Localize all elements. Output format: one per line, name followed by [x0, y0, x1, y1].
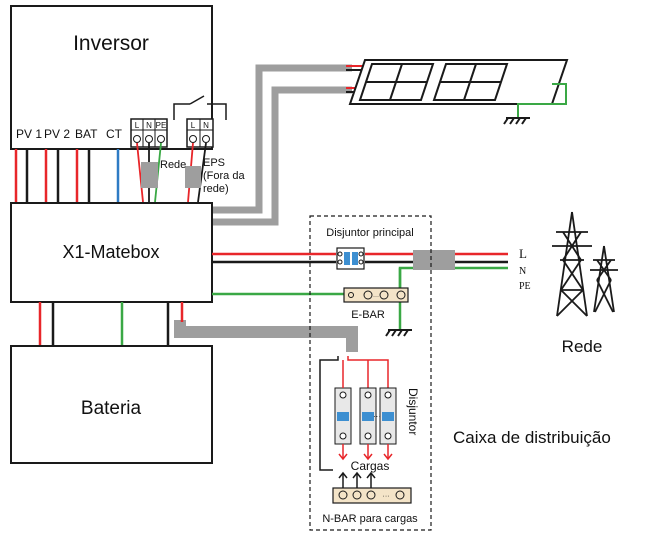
grid-pin-l: L [135, 121, 140, 130]
eps-terminal-block: L N [186, 118, 214, 148]
pylon-icon [552, 211, 618, 317]
inverter-box [10, 5, 213, 150]
battery-box [10, 345, 213, 464]
breaker-dots: ··· [373, 412, 381, 421]
port-bat: BAT [75, 127, 98, 141]
nbar-icon: ··· [332, 487, 412, 504]
ebar-label: E-BAR [351, 309, 385, 321]
cable-bundle-pv [211, 64, 352, 226]
load-breaker-3 [379, 387, 397, 445]
loads-cable [174, 320, 358, 352]
inverter-matebox-wires [14, 142, 207, 203]
pv-cable-2 [211, 86, 352, 226]
load-breakers [334, 387, 397, 445]
load-breaker-1 [334, 387, 352, 445]
grid-line-n: N [519, 266, 526, 277]
matebox-box [10, 202, 213, 303]
grid-cable-sleeve [141, 162, 158, 188]
breaker-label: Disjuntor [406, 388, 420, 435]
solar-panel-icon [348, 59, 569, 105]
load-output-arrows [338, 444, 393, 461]
grid-pin-pe: PE [156, 121, 167, 130]
loads-label: Cargas [351, 459, 390, 473]
grid-line-pe: PE [519, 281, 531, 292]
eps-pin-l: L [191, 121, 196, 130]
grid-cable-sleeve [413, 250, 455, 270]
load-return-arrows [338, 471, 376, 488]
grid-terminal-label: Rede [160, 159, 186, 171]
ebar-icon: ··· [343, 287, 409, 303]
distribution-box-caption: Caixa de distribuição [453, 428, 611, 447]
battery-title: Bateria [81, 398, 142, 419]
pv-cable-1 [211, 64, 352, 214]
nbar-label: N-BAR para cargas [322, 513, 418, 525]
switch-icon [173, 95, 227, 120]
port-ct: CT [106, 127, 123, 141]
port-pv2: PV 2 [44, 127, 70, 141]
main-breaker-label: Disjuntor principal [326, 227, 413, 239]
svg-text:···: ··· [383, 493, 390, 500]
svg-text:···: ··· [373, 294, 379, 300]
main-breaker-icon [336, 247, 365, 270]
eps-label-3: rede) [203, 183, 229, 195]
grid-ground-icon [385, 329, 412, 337]
eps-pin-n: N [203, 121, 209, 130]
eps-label-2: (Fora da [203, 170, 245, 182]
grid-line-l: L [519, 246, 527, 261]
port-pv1: PV 1 [16, 127, 42, 141]
inverter-title: Inversor [73, 32, 149, 55]
grid-pin-n: N [146, 121, 152, 130]
matebox-title: X1-Matebox [62, 242, 159, 262]
matebox-battery-wires [38, 302, 184, 346]
cable-bundle-loads [174, 320, 358, 352]
eps-label-1: EPS [203, 157, 225, 169]
solar-ground-icon [517, 83, 567, 118]
load-feed-wires [319, 356, 389, 471]
grid-terminal-block: L N PE [130, 118, 168, 148]
grid-label: Rede [562, 337, 603, 356]
ground-icon [503, 117, 530, 125]
eps-cable-sleeve [185, 166, 201, 188]
